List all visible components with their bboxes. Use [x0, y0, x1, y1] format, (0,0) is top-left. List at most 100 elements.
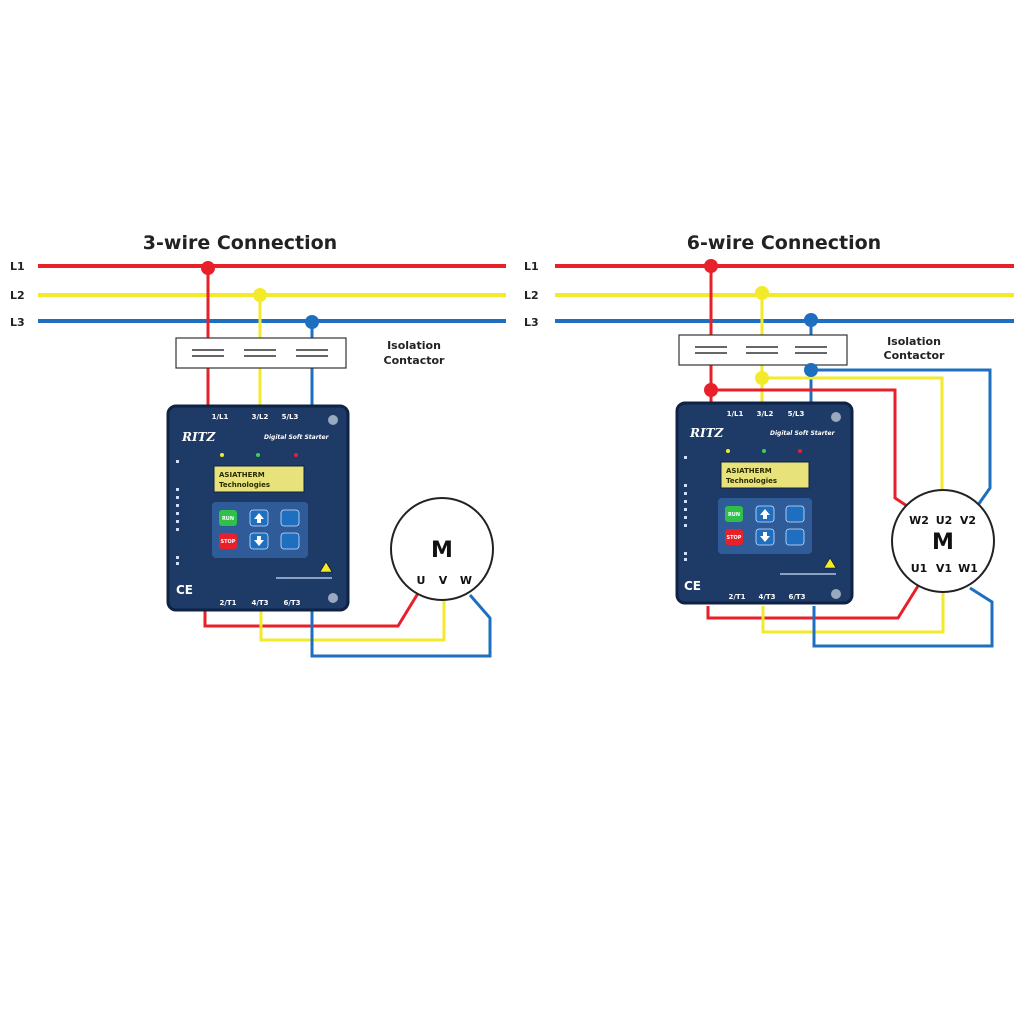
status-led-icon	[220, 453, 224, 457]
motor-terminal-v1: V1	[936, 562, 952, 575]
terminal-3-l2: 3/L2	[252, 413, 269, 421]
motor-terminal-u: U	[417, 574, 426, 587]
junction-dot-l3	[804, 313, 818, 327]
product-name: Digital Soft Starter	[264, 434, 330, 441]
isolation-contactor	[175, 337, 347, 369]
status-led-icon	[726, 449, 730, 453]
motor-terminal-u2: U2	[936, 514, 953, 527]
terminal-6-t3: 6/T3	[283, 599, 300, 607]
stop-button[interactable]	[725, 529, 743, 545]
escape-button[interactable]	[280, 509, 300, 527]
lcd-line-2: Technologies	[726, 477, 777, 485]
diagram-title: 6-wire Connection	[687, 232, 881, 254]
stop-button-label: STOP	[221, 539, 236, 545]
lcd-display	[213, 465, 305, 493]
motor-terminal-w: W	[460, 574, 472, 587]
line-label-l2: L2	[524, 289, 539, 302]
isolation-contactor	[678, 334, 848, 366]
run-button[interactable]	[219, 510, 237, 526]
terminal-4-t3: 4/T3	[758, 593, 775, 601]
motor: W2 U2 V2 M U1 V1 W1	[891, 489, 995, 593]
terminal-1-l1: 1/L1	[212, 413, 229, 421]
fault-led-icon	[294, 453, 298, 457]
enter-button[interactable]	[785, 528, 805, 546]
junction-dot-l3	[305, 315, 319, 329]
contactor-label-2: Contactor	[384, 354, 445, 367]
junction-dot-l1	[704, 259, 718, 273]
line-label-l3: L3	[10, 316, 25, 329]
run-button-label: RUN	[728, 512, 740, 518]
delta-wire-l1	[711, 388, 911, 510]
brand-logo: RITZ	[181, 430, 217, 444]
motor-terminal-v2: V2	[960, 514, 976, 527]
warning-icon	[319, 561, 333, 573]
soft-starter-device: 1/L1 3/L2 5/L3 RITZ Digital Soft Starter…	[675, 401, 854, 605]
output-wire-u	[203, 589, 422, 628]
arrow-down-icon	[760, 532, 770, 542]
terminal-2-t1: 2/T1	[219, 599, 236, 607]
screw-icon	[831, 412, 841, 422]
motor-terminal-w2: W2	[909, 514, 929, 527]
branch-dot-l2	[755, 371, 769, 385]
junction-dot-l1	[201, 261, 215, 275]
terminal-1-l1: 1/L1	[727, 410, 744, 418]
escape-button[interactable]	[785, 505, 805, 523]
ce-mark: CE	[176, 583, 193, 597]
run-led-icon	[762, 449, 766, 453]
motor-terminal-w1: W1	[958, 562, 978, 575]
screw-icon	[831, 589, 841, 599]
line-label-l1: L1	[524, 260, 539, 273]
junction-dot-l2	[253, 288, 267, 302]
stop-button-label: STOP	[727, 535, 742, 541]
output-wire-w1	[812, 586, 994, 648]
motor-label: M	[932, 530, 954, 555]
warning-icon	[823, 557, 837, 569]
contactor-label-2: Contactor	[884, 349, 945, 362]
contactor-label-1: Isolation	[887, 335, 941, 348]
motor-terminal-u1: U1	[911, 562, 928, 575]
line-label-l3: L3	[524, 316, 539, 329]
ce-mark: CE	[684, 579, 701, 593]
product-name: Digital Soft Starter	[770, 430, 836, 437]
delta-wire-l3	[811, 368, 992, 506]
enter-button[interactable]	[280, 532, 300, 550]
output-wire-w	[310, 594, 492, 658]
arrow-down-icon	[254, 536, 264, 546]
terminal-3-l2: 3/L2	[757, 410, 774, 418]
terminal-5-l3: 5/L3	[282, 413, 299, 421]
lcd-line-1: ASIATHERM	[726, 467, 772, 475]
screw-icon	[328, 415, 338, 425]
diagram-6-wire: 6-wire Connection L1 L2 L3 Isolation Con…	[524, 232, 1014, 648]
branch-dot-l3	[804, 363, 818, 377]
lcd-line-2: Technologies	[219, 481, 270, 489]
diagram-title: 3-wire Connection	[143, 232, 337, 254]
diagram-3-wire: 3-wire Connection L1 L2 L3 Isolation Con…	[10, 232, 506, 658]
arrow-up-icon	[760, 509, 770, 519]
terminal-6-t3: 6/T3	[788, 593, 805, 601]
brand-logo: RITZ	[689, 426, 725, 440]
run-led-icon	[256, 453, 260, 457]
lcd-line-1: ASIATHERM	[219, 471, 265, 479]
junction-dot-l2	[755, 286, 769, 300]
motor-label: M	[431, 538, 453, 563]
fault-led-icon	[798, 449, 802, 453]
motor-terminal-v: V	[439, 574, 448, 587]
output-wire-v1	[761, 592, 945, 634]
soft-starter-device: 1/L1 3/L2 5/L3 RITZ Digital Soft Starter…	[166, 404, 350, 612]
output-wire-u1	[706, 585, 920, 620]
contactor-label-1: Isolation	[387, 339, 441, 352]
lcd-display	[720, 461, 810, 489]
terminal-4-t3: 4/T3	[251, 599, 268, 607]
arrow-up-icon	[254, 513, 264, 523]
terminal-2-t1: 2/T1	[728, 593, 745, 601]
branch-dot-l1	[704, 383, 718, 397]
motor: M U V W	[390, 497, 494, 601]
delta-wire-l2	[762, 376, 944, 496]
run-button-label: RUN	[222, 516, 234, 522]
run-button[interactable]	[725, 506, 743, 522]
stop-button[interactable]	[219, 533, 237, 549]
terminal-5-l3: 5/L3	[788, 410, 805, 418]
line-label-l2: L2	[10, 289, 25, 302]
output-wire-v	[259, 595, 446, 642]
